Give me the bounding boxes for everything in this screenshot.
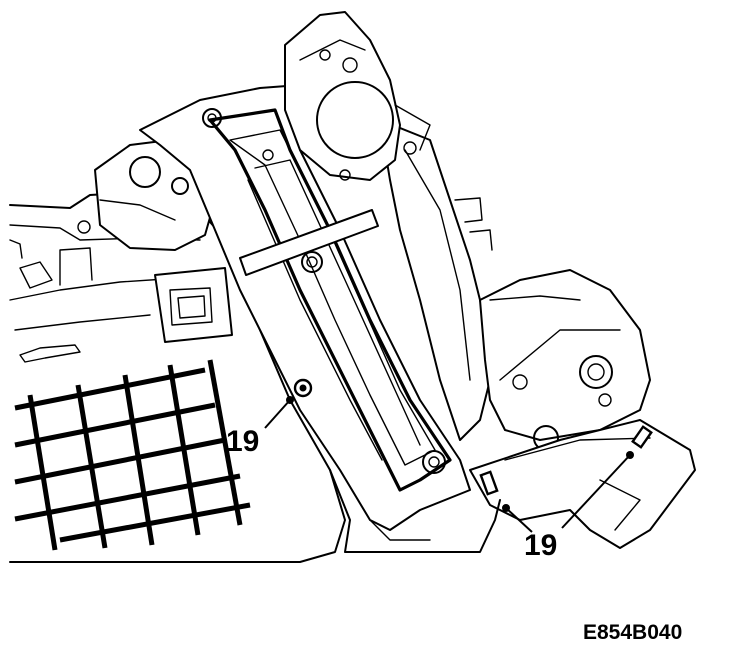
figure-code: E854B040 [583, 621, 683, 644]
mounting-bracket [154, 267, 233, 343]
housing-base [329, 469, 501, 553]
curved-duct [379, 119, 493, 441]
leader-dots [286, 396, 634, 512]
clip-marker [631, 425, 653, 449]
lower-extension [469, 419, 696, 549]
clamp-bar [239, 209, 379, 276]
clip-marker [479, 470, 499, 496]
filter-grid [14, 359, 251, 551]
leader-lines [264, 399, 631, 533]
actuator-right [479, 269, 651, 451]
callout-label: 19 [524, 529, 557, 562]
blower-motor [284, 11, 431, 181]
callout-label: 19 [226, 425, 259, 458]
clip-fasteners [293, 378, 653, 496]
